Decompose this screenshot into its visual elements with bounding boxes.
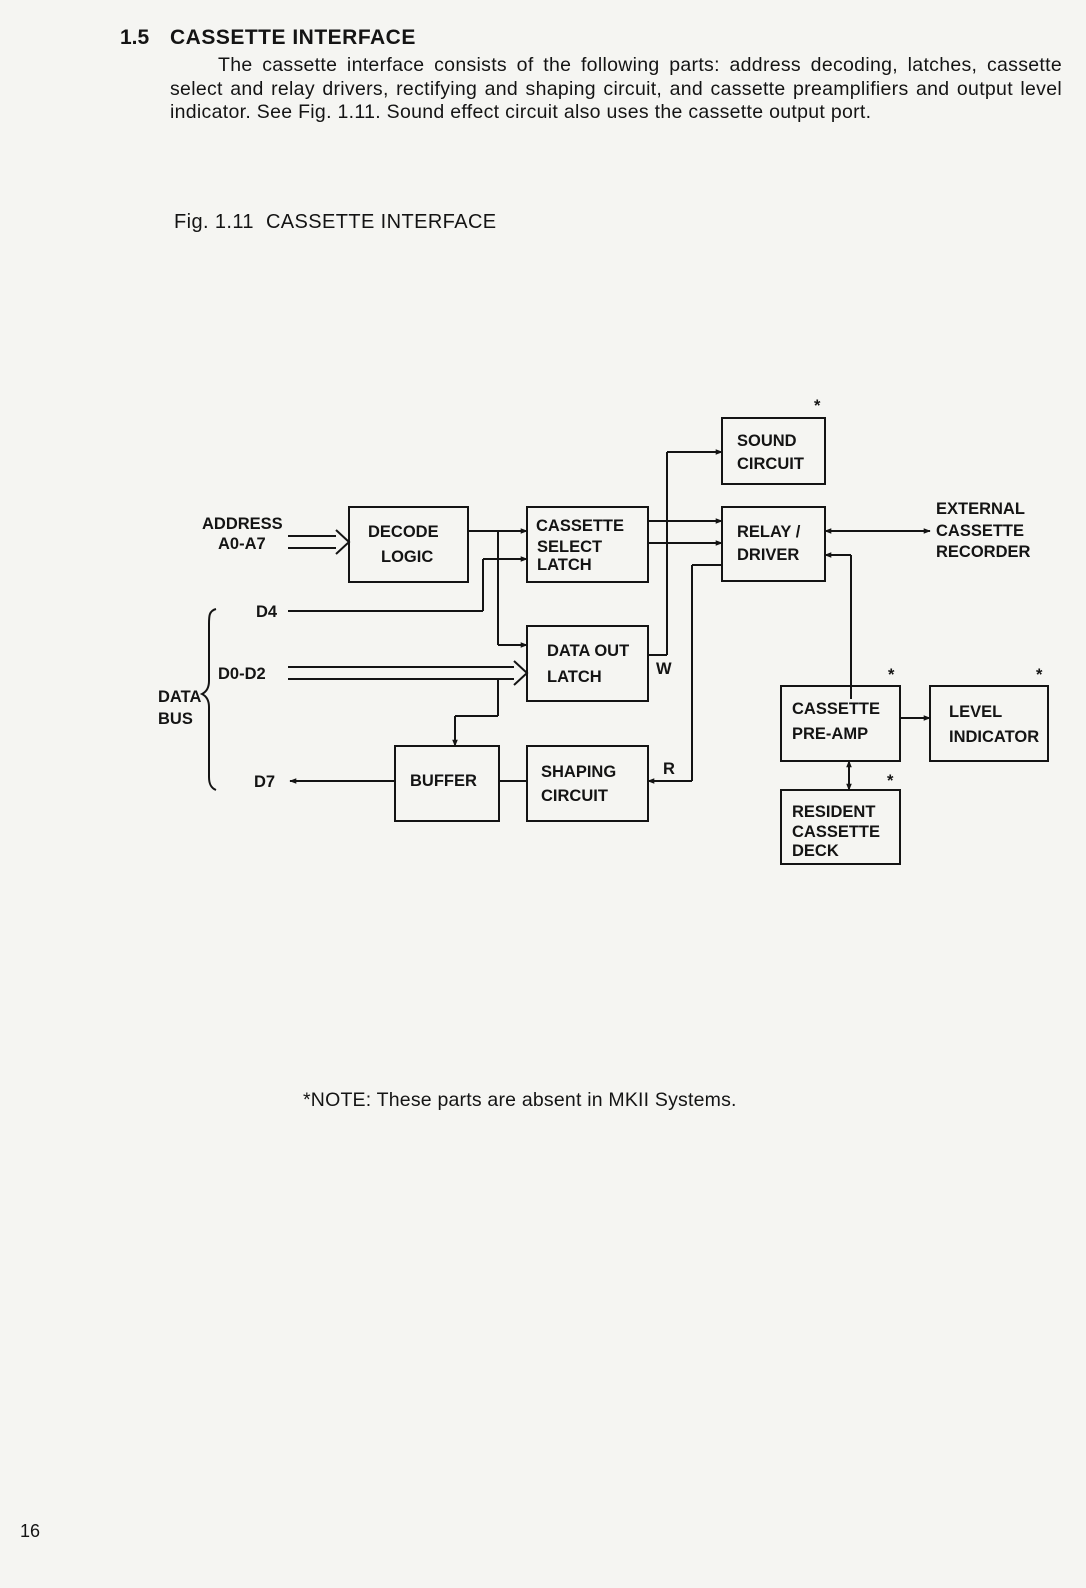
data-out-latch-block xyxy=(526,625,649,702)
signal-labels: ADDRESS A0-A7 D4 D0-D2 DATA BUS D7 W R E… xyxy=(158,397,1043,791)
section-number: 1.5 xyxy=(120,26,150,49)
data-bus-label: DATA xyxy=(158,688,201,706)
shaping-circuit-label: SHAPING xyxy=(541,763,616,781)
sound-circuit-label: CIRCUIT xyxy=(737,455,804,473)
section-title: CASSETTE INTERFACE xyxy=(170,26,416,49)
shaping-circuit-block xyxy=(526,745,649,822)
cassette-select-latch-label: LATCH xyxy=(537,556,592,574)
connection-lines xyxy=(199,449,931,791)
figure-caption: Fig. 1.11 CASSETTE INTERFACE xyxy=(174,211,497,234)
resident-cassette-deck-block xyxy=(780,789,901,865)
buffer-block xyxy=(394,745,500,822)
level-indicator-label: INDICATOR xyxy=(949,728,1039,746)
section-paragraph: The cassette interface consists of the f… xyxy=(170,54,1062,125)
data-out-latch-label: LATCH xyxy=(547,668,602,686)
d0-d2-label: D0-D2 xyxy=(218,665,266,683)
cassette-preamp-block xyxy=(780,685,901,762)
external-recorder-label: EXTERNAL xyxy=(936,500,1025,518)
footnote: *NOTE: These parts are absent in MKII Sy… xyxy=(303,1089,737,1111)
decode-logic-label: DECODE xyxy=(368,523,439,541)
asterisk-marker: * xyxy=(887,772,894,790)
external-recorder-label: CASSETTE xyxy=(936,522,1024,540)
d4-label: D4 xyxy=(256,603,278,621)
d0-d2-bus-arrowhead xyxy=(513,660,529,686)
page-number: 16 xyxy=(20,1521,41,1541)
figure-label: Fig. 1.11 xyxy=(174,211,254,233)
external-recorder-label: RECORDER xyxy=(936,543,1031,561)
w-label: W xyxy=(656,660,672,678)
address-range-label: A0-A7 xyxy=(218,535,266,553)
asterisk-marker: * xyxy=(888,666,895,684)
cassette-select-latch-block xyxy=(526,506,649,583)
asterisk-marker: * xyxy=(814,397,821,415)
data-bus-label: BUS xyxy=(158,710,193,728)
resident-cassette-deck-label: CASSETTE xyxy=(792,823,880,841)
decode-logic-label: LOGIC xyxy=(381,548,433,566)
relay-driver-label: RELAY / xyxy=(737,523,801,541)
cassette-select-latch-label: CASSETTE xyxy=(536,517,624,535)
level-indicator-block xyxy=(929,685,1049,762)
relay-driver-label: DRIVER xyxy=(737,546,799,564)
data-out-latch-label: DATA OUT xyxy=(547,642,629,660)
section-paragraph-text: The cassette interface consists of the f… xyxy=(170,54,1062,123)
r-label: R xyxy=(663,760,675,778)
asterisk-marker: * xyxy=(1036,666,1043,684)
cassette-preamp-label: CASSETTE xyxy=(792,700,880,718)
shaping-circuit-label: CIRCUIT xyxy=(541,787,608,805)
blocks xyxy=(348,417,1049,865)
data-bus-brace xyxy=(199,608,217,791)
decode-logic-block xyxy=(348,506,469,583)
block-labels: DECODE LOGIC CASSETTE SELECT LATCH DATA … xyxy=(368,432,1039,860)
buffer-label: BUFFER xyxy=(410,772,477,790)
cassette-select-latch-label: SELECT xyxy=(537,538,602,556)
sound-circuit-label: SOUND xyxy=(737,432,797,450)
resident-cassette-deck-label: DECK xyxy=(792,842,839,860)
address-label: ADDRESS xyxy=(202,515,283,533)
figure-title: CASSETTE INTERFACE xyxy=(265,211,497,233)
d7-label: D7 xyxy=(254,773,275,791)
address-bus-arrowhead xyxy=(335,529,351,555)
resident-cassette-deck-label: RESIDENT xyxy=(792,803,875,821)
sound-circuit-block xyxy=(721,417,826,485)
level-indicator-label: LEVEL xyxy=(949,703,1002,721)
cassette-preamp-label: PRE-AMP xyxy=(792,725,868,743)
relay-driver-block xyxy=(721,506,826,582)
